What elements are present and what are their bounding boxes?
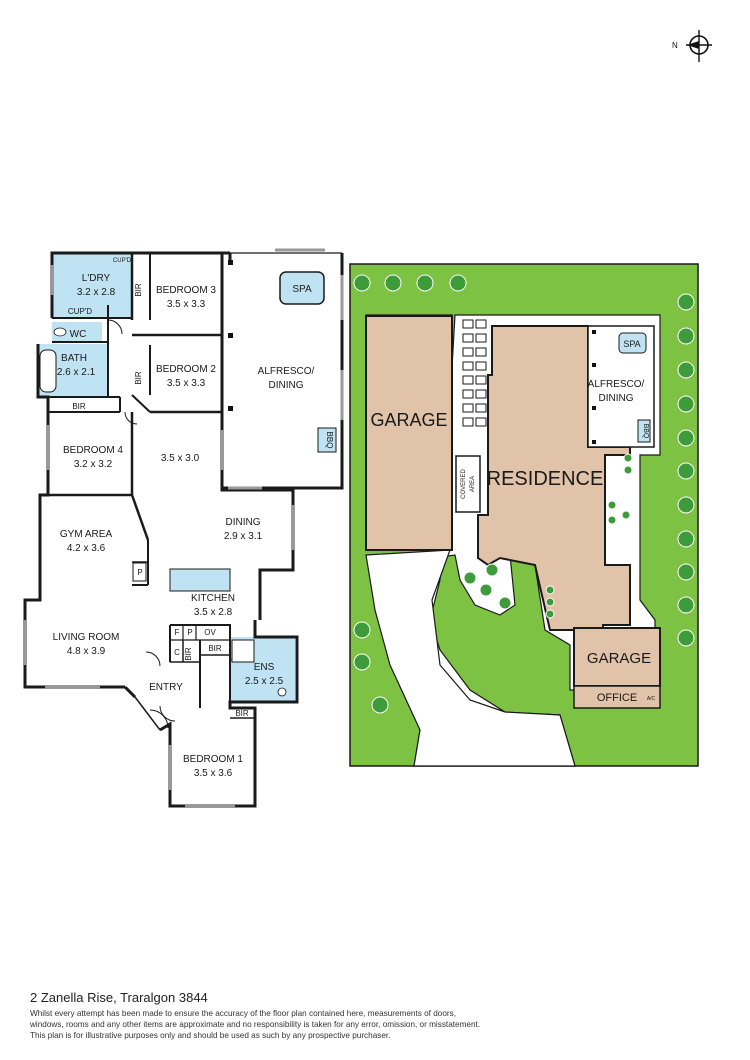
office-building: [573, 685, 661, 709]
bir-bath: BIR: [72, 402, 86, 411]
ens-dims: 2.5 x 2.5: [245, 676, 284, 687]
bath-dims: 2.6 x 2.1: [57, 367, 96, 378]
site-garage-small-label: GARAGE: [587, 650, 651, 667]
street-paving: [365, 549, 576, 767]
garage-main: [365, 315, 453, 551]
bedroom3-label: BEDROOM 3: [156, 285, 216, 296]
ens-toilet: [277, 687, 287, 697]
shower-ens: [231, 639, 255, 663]
compass-north-label: N: [672, 41, 678, 50]
disclaimer-line-3: This plan is for illustrative purposes o…: [30, 1031, 391, 1040]
bir-bedroom2: BIR: [134, 371, 143, 385]
pantry-label: P: [137, 568, 142, 577]
wc-floor: [52, 322, 102, 342]
family-dims: 3.5 x 3.0: [161, 453, 200, 464]
laundry-label: L'DRY: [82, 273, 111, 284]
laundry-floor: [52, 253, 132, 318]
covered-area: [455, 455, 481, 513]
gym-dims: 4.2 x 3.6: [67, 543, 106, 554]
bath-label: BATH: [61, 353, 87, 364]
bir-bedroom1: BIR: [235, 709, 249, 718]
cupd-mid-label: CUP'D: [68, 307, 92, 316]
laundry-dims: 3.2 x 2.8: [77, 287, 116, 298]
disclaimer-line-2: windows, rooms and any other items are a…: [30, 1020, 481, 1029]
spa-pool: [279, 271, 325, 305]
site-residence-label: RESIDENCE: [487, 468, 604, 490]
dining-dims: 2.9 x 3.1: [224, 531, 263, 542]
cupd-top-label: CUP'D: [113, 258, 132, 264]
alfresco-label-2: DINING: [269, 380, 304, 391]
bir-kitchen: BIR: [208, 644, 222, 653]
bedroom2-label: BEDROOM 2: [156, 364, 216, 375]
bir-bedroom3: BIR: [134, 283, 143, 297]
bedroom1-label: BEDROOM 1: [183, 754, 243, 765]
site-covered-label-2: AREA: [470, 476, 476, 492]
kitchen-dims: 3.5 x 2.8: [194, 607, 233, 618]
kitchen-island: [169, 568, 231, 592]
wc-toilet: [53, 327, 67, 337]
bir-entry: BIR: [184, 647, 193, 661]
stepping-stones: [462, 319, 487, 427]
site-alfresco-label-2: DINING: [599, 393, 634, 404]
dining-label: DINING: [226, 517, 261, 528]
living-dims: 4.8 x 3.9: [67, 646, 106, 657]
alfresco-posts: [228, 260, 233, 411]
kitchen-label: KITCHEN: [191, 593, 235, 604]
fridge-label: F: [175, 628, 180, 637]
site-plan: [349, 263, 699, 767]
entry-label: ENTRY: [149, 682, 183, 693]
site-ac-label: A/C: [647, 696, 656, 702]
bedroom4-dims: 3.2 x 3.2: [74, 459, 113, 470]
spa-label: SPA: [292, 284, 312, 295]
property-address: 2 Zanella Rise, Traralgon 3844: [30, 990, 208, 1005]
bedroom4-label: BEDROOM 4: [63, 445, 123, 456]
site-office-label: OFFICE: [597, 692, 637, 704]
wc-label: WC: [70, 329, 87, 340]
alfresco-label-1: ALFRESCO/: [258, 366, 315, 377]
oven-label: OV: [204, 628, 216, 637]
ens-label: ENS: [254, 662, 275, 673]
bedroom3-dims: 3.5 x 3.3: [167, 299, 206, 310]
site-spa-label: SPA: [623, 339, 640, 349]
disclaimer: Whilst every attempt has been made to en…: [30, 1008, 720, 1041]
gym-label: GYM AREA: [60, 529, 113, 540]
site-covered-label-1: COVERED: [461, 468, 467, 498]
site-garage-label: GARAGE: [370, 410, 447, 430]
trees: [353, 274, 695, 714]
pantry-box: [132, 562, 147, 582]
bedroom2-dims: 3.5 x 3.3: [167, 378, 206, 389]
living-label: LIVING ROOM: [53, 632, 120, 643]
site-spa: [618, 332, 647, 354]
coats-label: C: [174, 648, 180, 657]
site-posts: [592, 330, 596, 444]
site-bbq: [637, 419, 651, 443]
compass-icon: [686, 30, 712, 62]
site-bbq-label: BBQ: [642, 424, 649, 439]
bbq-box: [317, 427, 337, 453]
pantry-label-2: P: [187, 628, 192, 637]
site-alfresco-label-1: ALFRESCO/: [588, 379, 645, 390]
bedroom1-dims: 3.5 x 3.6: [194, 768, 233, 779]
bathtub: [39, 349, 57, 393]
disclaimer-line-1: Whilst every attempt has been made to en…: [30, 1009, 456, 1018]
bbq-label: BBQ: [325, 432, 334, 449]
